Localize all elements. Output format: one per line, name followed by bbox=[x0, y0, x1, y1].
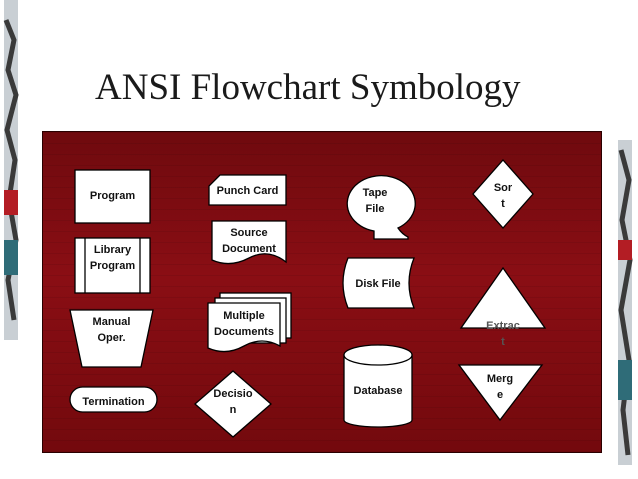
tape-file-label: Tape File bbox=[362, 187, 388, 215]
sort-label: Sor t bbox=[493, 182, 513, 210]
database-label: Database bbox=[353, 385, 403, 397]
database-symbol bbox=[343, 354, 413, 428]
termination-label: Termination bbox=[82, 396, 145, 408]
program-symbol bbox=[74, 169, 151, 224]
right-decoration-strip bbox=[618, 140, 633, 465]
multiple-documents-symbol bbox=[207, 302, 281, 353]
tape-file-symbol bbox=[346, 175, 416, 240]
left-decoration-strip bbox=[3, 0, 19, 340]
disk-file-label: Disk File bbox=[355, 278, 401, 290]
termination-symbol bbox=[69, 386, 158, 413]
library-program-label: Library Program bbox=[89, 244, 136, 272]
manual-oper-label: Manual Oper. bbox=[92, 316, 131, 344]
punch-card-symbol bbox=[208, 174, 287, 206]
manual-oper-symbol bbox=[69, 309, 154, 368]
disk-file-symbol bbox=[342, 257, 415, 309]
source-document-symbol bbox=[211, 220, 287, 265]
database-top bbox=[343, 344, 413, 366]
sort-symbol bbox=[472, 159, 534, 229]
slide-title: ANSI Flowchart Symbology bbox=[95, 67, 521, 108]
merge-label: Merg e bbox=[486, 373, 514, 401]
merge-symbol bbox=[457, 364, 544, 422]
extract-label: Extrac t bbox=[486, 320, 520, 348]
punch-card-label: Punch Card bbox=[216, 185, 279, 197]
extract-symbol bbox=[459, 266, 547, 329]
program-label: Program bbox=[89, 190, 136, 202]
library-program-symbol bbox=[74, 237, 151, 294]
multiple-documents-label: Multiple Documents bbox=[214, 310, 274, 338]
decision-symbol bbox=[194, 370, 272, 438]
decision-label: Decisio n bbox=[213, 388, 253, 416]
source-document-label: Source Document bbox=[222, 227, 276, 255]
